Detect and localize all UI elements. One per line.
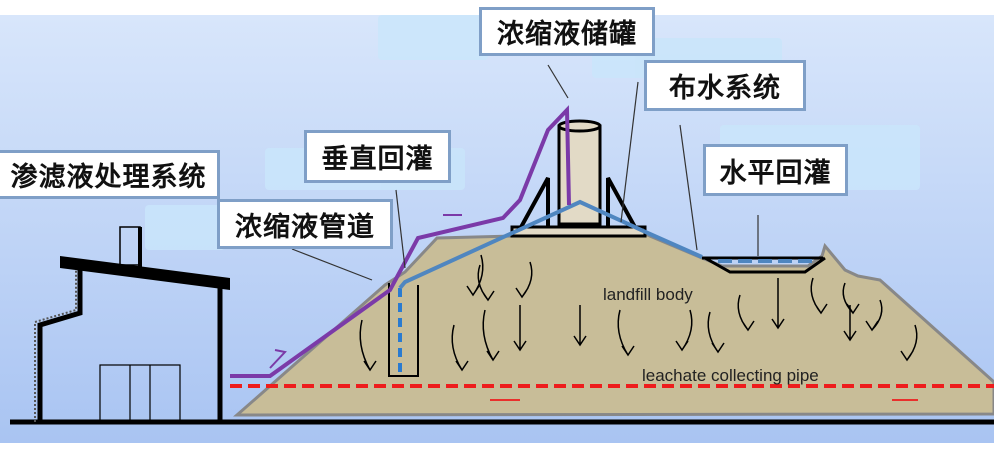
- building-door: [99, 364, 181, 423]
- concentrate-pipe-line: [230, 105, 571, 378]
- vertical-well: [388, 283, 419, 377]
- down-arrow: [810, 277, 828, 315]
- horizontal-trench: [704, 256, 826, 274]
- down-arrow: [707, 311, 725, 354]
- tank-platform: [510, 225, 647, 238]
- down-arrow: [515, 261, 533, 299]
- collecting-pipe-label: leachate collecting pipe: [642, 366, 819, 385]
- percolation-arrows: [359, 254, 918, 372]
- roof: [60, 256, 230, 290]
- down-arrow: [771, 278, 785, 330]
- leader-lines: [291, 64, 759, 281]
- down-arrow: [482, 309, 500, 362]
- water-distribution-line: [398, 199, 703, 290]
- label-horizontal-recirculation: 水平回灌: [703, 144, 848, 196]
- down-arrow: [675, 309, 693, 352]
- down-arrow: [900, 324, 918, 362]
- down-arrow: [359, 319, 377, 372]
- down-arrow: [737, 294, 755, 332]
- label-concentrate-tank: 浓缩液储罐: [479, 7, 655, 56]
- landfill-body-label: landfill body: [603, 285, 693, 304]
- down-arrow: [842, 282, 860, 315]
- label-vertical-recirculation: 垂直回灌: [304, 130, 451, 183]
- down-arrow: [451, 324, 469, 372]
- landfill-body: [233, 232, 994, 417]
- down-arrow: [573, 305, 587, 347]
- flow-arrows-purple: [269, 214, 462, 369]
- down-arrow: [466, 254, 484, 297]
- label-concentrate-pipe: 浓缩液管道: [217, 199, 393, 249]
- label-leachate-treatment-system: 渗滤液处理系统: [0, 150, 220, 199]
- down-arrow: [843, 304, 857, 342]
- treatment-building: [34, 226, 230, 423]
- label-water-distribution-system: 布水系统: [644, 60, 806, 111]
- down-arrow: [617, 309, 635, 357]
- down-arrow: [865, 299, 883, 332]
- down-arrow: [513, 305, 527, 352]
